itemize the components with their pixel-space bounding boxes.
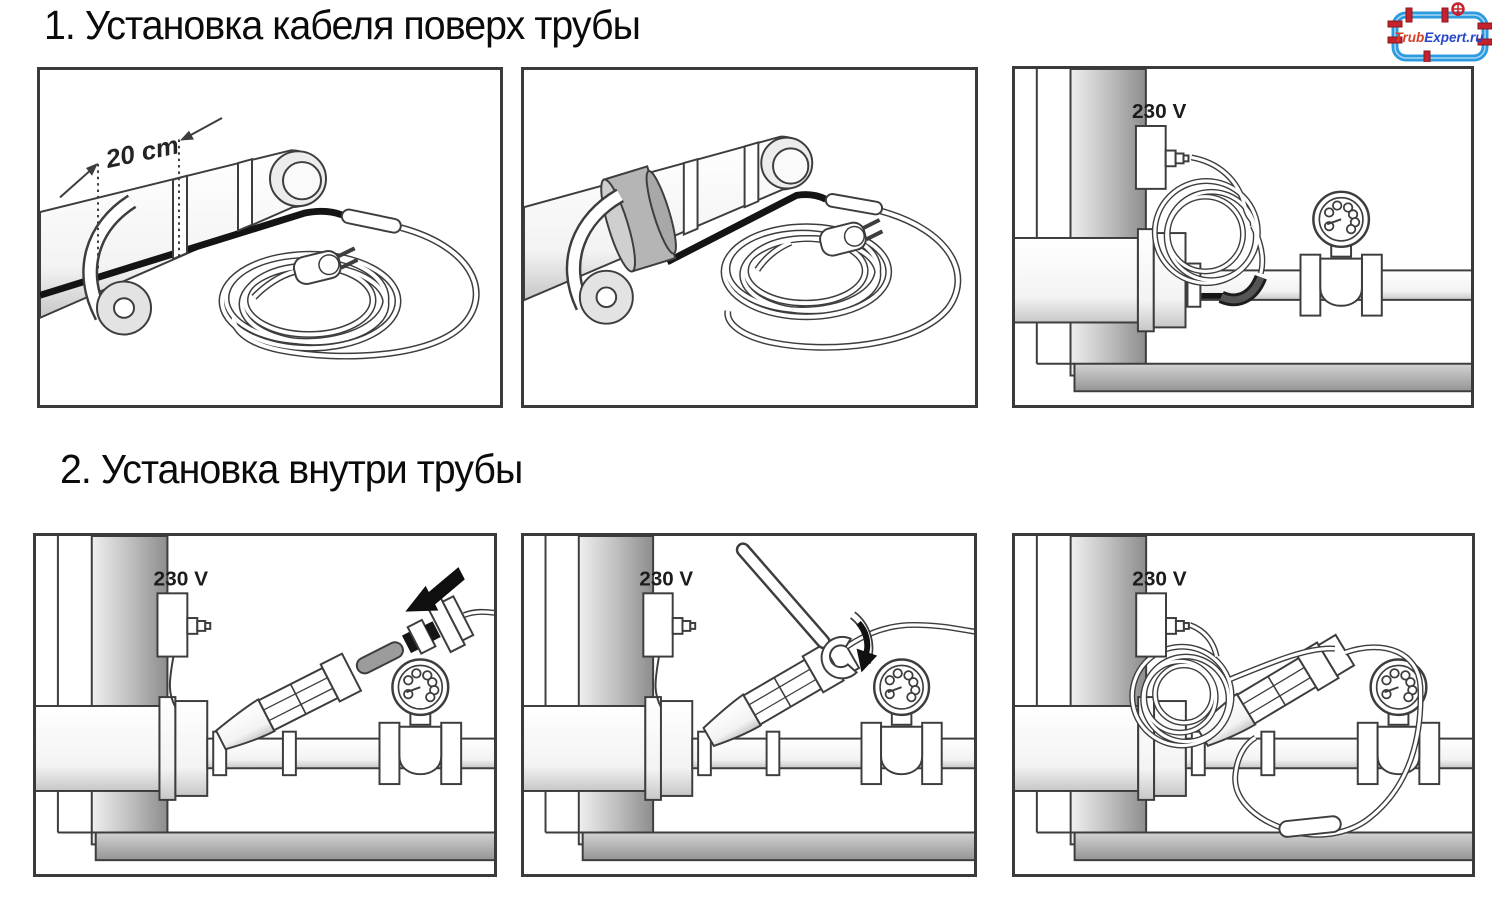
heating-cable <box>40 207 344 299</box>
cable-loop <box>1129 622 1424 838</box>
power-plug-icon <box>292 246 359 285</box>
tape-bands <box>682 141 760 237</box>
site-logo: TrubExpert.ru <box>1386 2 1493 66</box>
cable-coil <box>720 207 962 351</box>
logo-text-trub: Trub <box>1394 30 1424 45</box>
splice-sleeve <box>340 208 402 234</box>
illustration-cable-insulated <box>524 135 962 351</box>
illustration-outside-connection: 230 V <box>1015 69 1471 393</box>
water-meter <box>1356 658 1441 786</box>
illustration-tighten-gland: 230 V <box>524 536 974 862</box>
water-meter <box>1299 190 1384 317</box>
power-plug-icon <box>819 218 884 257</box>
panel-step1-insulate <box>521 67 978 408</box>
power-box <box>156 592 212 658</box>
cable-end <box>355 641 404 675</box>
water-meter <box>860 658 943 786</box>
panel-step1-connect-power: 230 V <box>1012 66 1474 408</box>
voltage-label: 230 V <box>153 567 208 590</box>
power-box <box>642 592 697 658</box>
cord-coil <box>1151 154 1266 287</box>
cable-coil <box>218 224 480 360</box>
tape-ribbon <box>565 188 625 311</box>
heating-cable <box>665 191 828 266</box>
power-box <box>1134 124 1190 190</box>
logo-graphic: TrubExpert.ru <box>1387 2 1493 66</box>
main-pipe <box>524 696 694 801</box>
insertion-arrow <box>405 567 465 612</box>
logo-text: TrubExpert.ru <box>1394 30 1484 45</box>
panel-step2-finished: 230 V <box>1012 533 1475 877</box>
tape-roll <box>578 269 634 325</box>
section1-title: 1. Установка кабеля поверх трубы <box>44 2 641 48</box>
tape-ribbon <box>82 194 137 321</box>
cable-splice <box>1218 274 1267 307</box>
voltage-label: 230 V <box>1132 567 1187 590</box>
water-meter <box>378 658 463 786</box>
dimension-label: 20 cm <box>102 132 181 174</box>
splice-sleeve <box>824 193 884 216</box>
rotation-arrow <box>849 611 878 673</box>
illustration-finished-install: 230 V <box>1015 536 1472 862</box>
voltage-label: 230 V <box>1132 100 1187 123</box>
panel-step1-attach-cable: 20 cm <box>37 67 503 408</box>
illustration-cable-over-pipe: 20 cm <box>40 117 480 360</box>
wrench <box>735 542 859 680</box>
main-pipe <box>36 696 209 801</box>
dimension-annotation <box>59 117 223 271</box>
tape-roll <box>96 280 152 336</box>
cable-cord <box>463 608 494 618</box>
logo-text-expert: Expert.ru <box>1424 30 1484 45</box>
cable-sleeve <box>1278 815 1342 838</box>
power-wire <box>168 656 177 708</box>
voltage-label: 230 V <box>639 567 693 590</box>
section2-title: 2. Установка внутри трубы <box>60 446 523 492</box>
gland-parts <box>401 594 475 655</box>
power-wire <box>654 656 662 708</box>
panel-step2-insert-cable: 230 V <box>33 533 497 877</box>
panel-step2-tighten-gland: 230 V <box>521 533 977 877</box>
tape-bands <box>172 157 253 261</box>
main-pipe <box>1015 228 1187 333</box>
illustration-insert-cable: 230 V <box>36 536 494 862</box>
logo-valve-icon <box>1451 2 1465 16</box>
